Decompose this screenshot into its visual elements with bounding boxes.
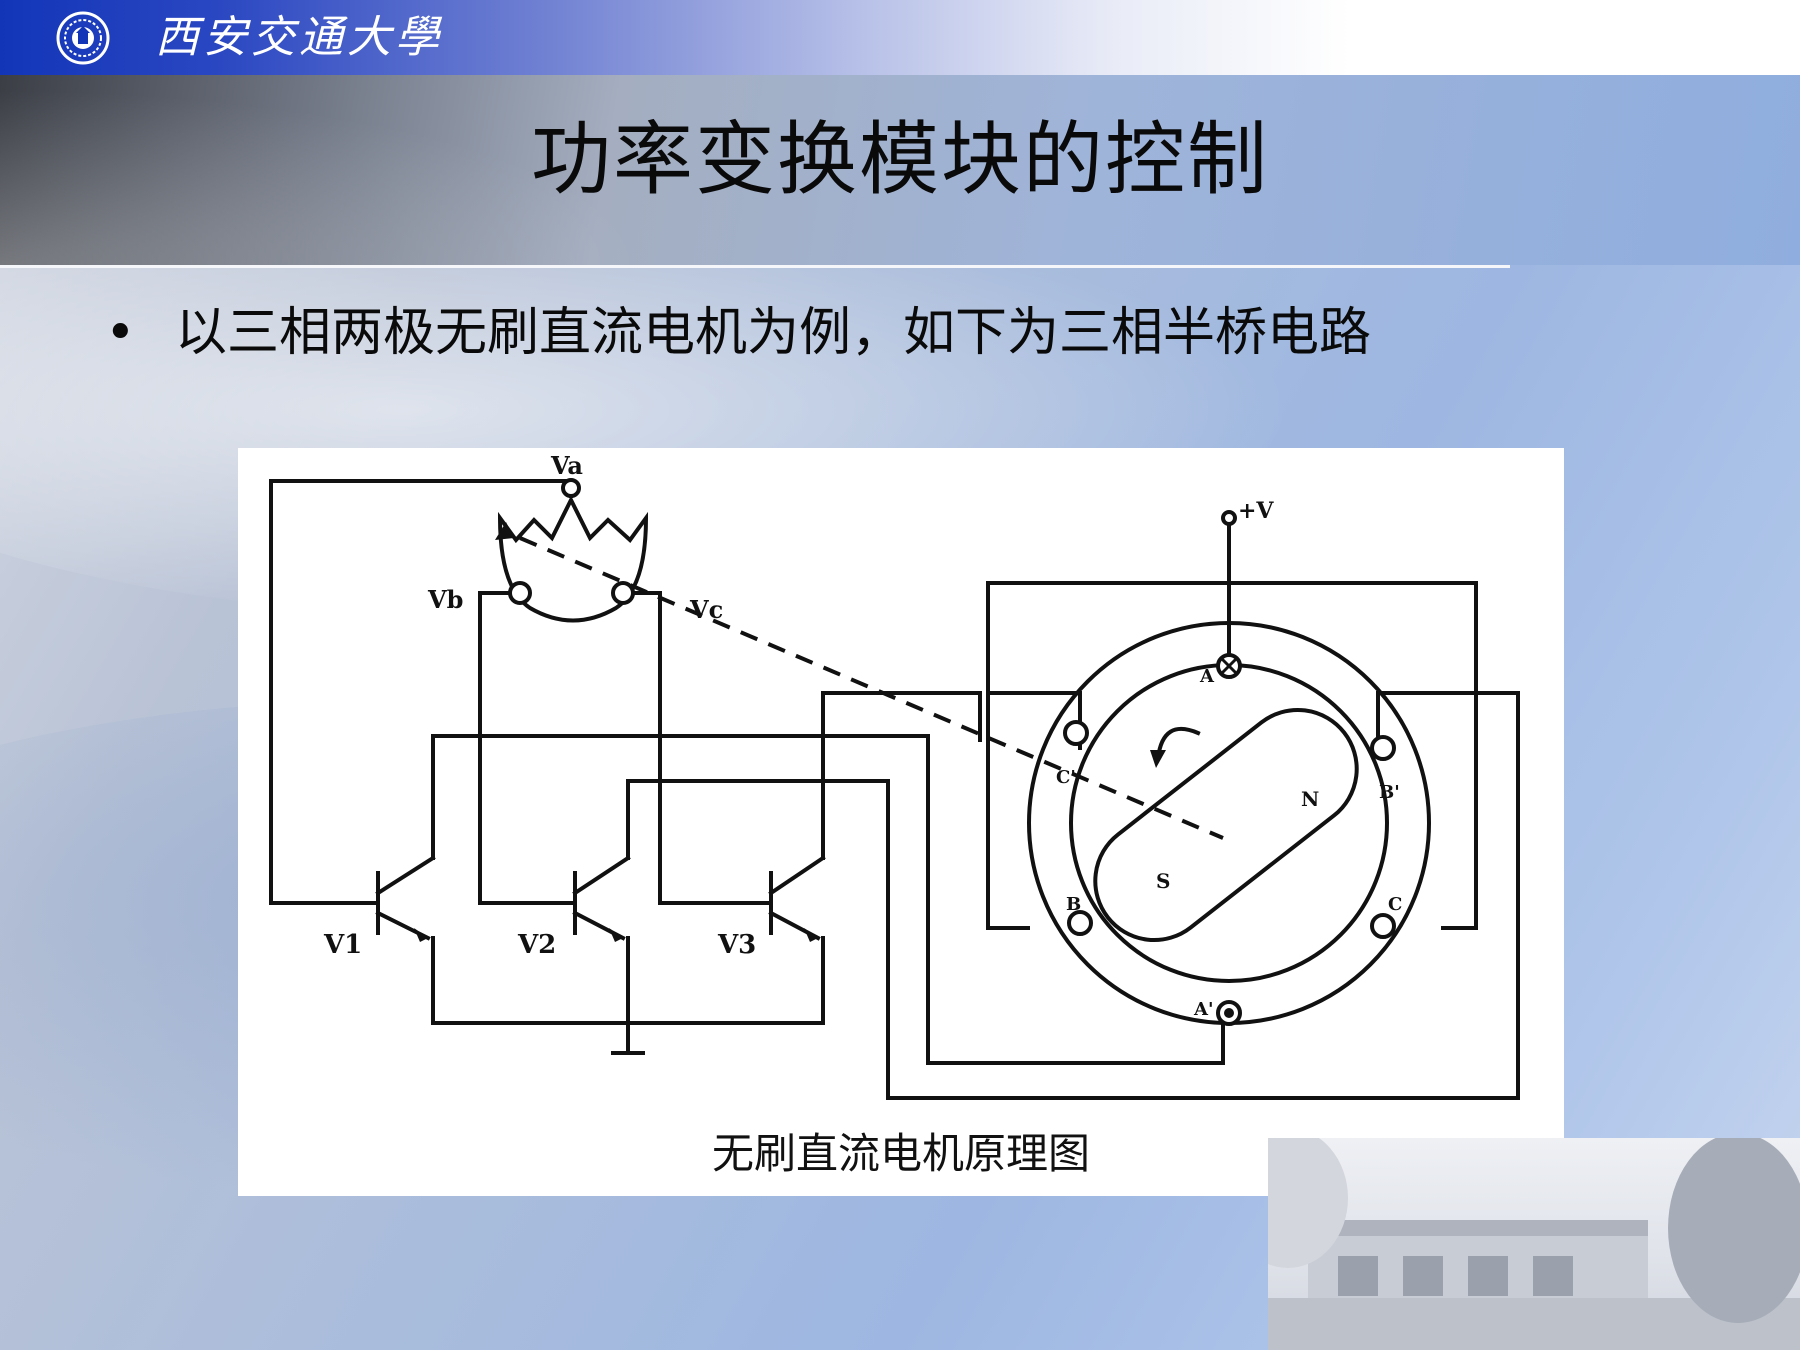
bullet-item: • 以三相两极无刷直流电机为例，如下为三相半桥电路 <box>105 290 1371 365</box>
rotor-magnet <box>1093 707 1359 943</box>
stator-outer <box>1027 621 1431 1025</box>
wire-v2-coil <box>626 691 1520 1100</box>
label-v1: V1 <box>323 930 362 960</box>
header-bar: 西安交通大學 <box>0 0 1800 75</box>
rotation-arrow <box>1155 727 1201 761</box>
slide-title: 功率变换模块的控制 <box>531 113 1269 206</box>
label-pole-c-prime: C' <box>1056 767 1076 788</box>
label-v2: V2 <box>517 930 556 960</box>
title-band <box>0 75 1800 265</box>
wire-vc-v3 <box>621 591 734 905</box>
bullet-marker: • <box>105 303 136 363</box>
campus-photo <box>1268 1138 1800 1350</box>
label-pole-b-prime: B' <box>1379 782 1400 803</box>
label-pole-a: A <box>1199 666 1215 687</box>
pole-b-terminal <box>1067 910 1093 936</box>
label-south: S <box>1156 869 1170 893</box>
label-va: Va <box>550 451 583 480</box>
label-pole-b: B <box>1066 894 1081 915</box>
pole-b-prime-terminal <box>1370 735 1396 761</box>
hall-sensor-body <box>497 495 649 623</box>
pole-c-terminal <box>1370 913 1396 939</box>
bldc-circuit-diagram: Va Vb Vc +V V1 V2 V3 A A' B B' C C' N S <box>269 451 1520 1100</box>
label-v3: V3 <box>717 930 756 960</box>
campus-building-illustration <box>1268 1138 1800 1350</box>
label-supply: +V <box>1238 498 1274 524</box>
wire-va-v1 <box>269 479 573 905</box>
label-north: N <box>1301 787 1319 811</box>
label-pole-c: C <box>1388 894 1402 915</box>
pole-c-prime-terminal <box>1063 720 1089 746</box>
label-pole-a-prime: A' <box>1193 999 1213 1020</box>
frame-top <box>986 581 1478 930</box>
terminal-vc <box>611 581 635 605</box>
terminal-vb <box>508 581 532 605</box>
terminal-va <box>561 478 581 498</box>
diagram-caption: 无刷直流电机原理图 <box>711 1129 1090 1178</box>
sensor-shaft-link <box>519 536 1224 840</box>
label-vc: Vc <box>689 595 723 624</box>
bullet-text: 以三相两极无刷直流电机为例，如下为三相半桥电路 <box>175 303 1372 363</box>
wire-v3-coil <box>821 691 982 860</box>
stator-inner <box>1069 663 1389 983</box>
wire-vb-v2 <box>478 591 538 905</box>
university-seal-icon <box>56 11 110 65</box>
wire-v1-coil <box>431 734 1225 1065</box>
supply-terminal <box>1221 510 1237 526</box>
diagram-panel: Va Vb Vc +V V1 V2 V3 A A' B B' C C' N S … <box>238 448 1564 1196</box>
title-divider <box>0 265 1510 268</box>
university-name: 西安交通大學 <box>155 12 443 63</box>
label-vb: Vb <box>427 585 463 614</box>
